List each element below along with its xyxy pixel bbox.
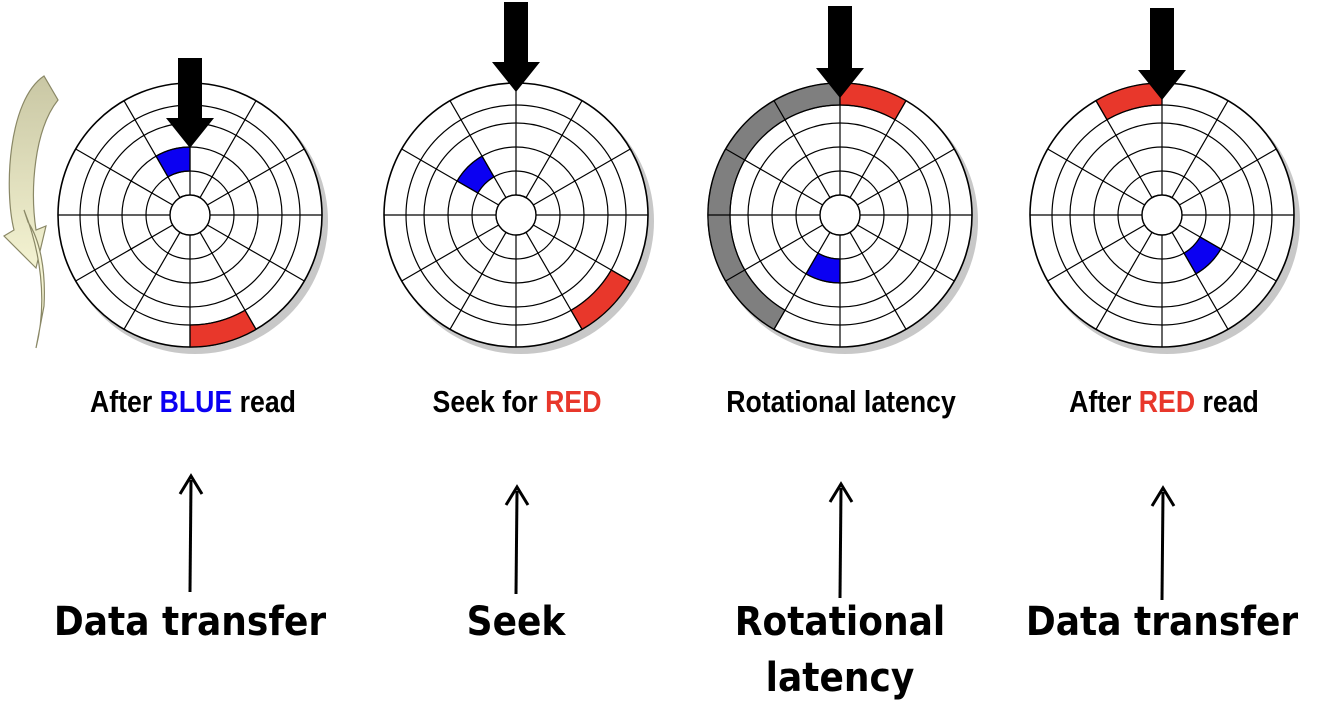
sector-divider (449, 100, 507, 198)
sector-divider (207, 224, 305, 282)
read-head-arrow-icon (1138, 8, 1186, 100)
sector-divider (1179, 224, 1277, 282)
caption-after-red-read: After RED read (1069, 384, 1259, 419)
sector-divider (533, 148, 631, 206)
sector-divider (1047, 224, 1145, 282)
read-head-arrow-icon (166, 58, 214, 148)
phase-pointers (178, 473, 1176, 601)
sector-divider (849, 232, 907, 330)
rotation-direction-icon (3, 75, 59, 270)
phase-label-rotational-latency: Rotational latency (734, 599, 946, 701)
spindle-hole (495, 194, 537, 236)
caption-rotational-latency: Rotational latency (726, 384, 956, 419)
rotation-direction-icon (23, 209, 45, 349)
sector-divider (525, 100, 583, 198)
sector-divider (199, 232, 257, 330)
caption-highlight-blue: BLUE (159, 384, 233, 419)
caption-seek-for-red: Seek for RED (432, 384, 602, 419)
sector-divider (449, 232, 507, 330)
sector-divider (525, 232, 583, 330)
sector-divider (773, 232, 831, 330)
sector-divider (1179, 148, 1277, 206)
pointer-arrow-icon (1150, 485, 1176, 507)
phase-label-data-transfer: Data transfer (1025, 599, 1299, 645)
sector-divider (533, 224, 631, 282)
pointer-arrow-shaft (514, 490, 519, 595)
sector-divider (1171, 100, 1229, 198)
phase-label-data-transfer: Data transfer (53, 599, 327, 645)
sector-divider (401, 148, 499, 206)
sector-divider (123, 100, 181, 198)
sector-divider (1095, 232, 1153, 330)
spindle-hole (169, 194, 211, 236)
sector-divider (857, 148, 955, 206)
pointer-arrow-icon (504, 484, 530, 506)
sector-divider (725, 224, 823, 282)
disk-platter (707, 6, 978, 354)
sector-divider (401, 224, 499, 282)
sector-divider (207, 148, 305, 206)
spindle-hole (1141, 194, 1183, 236)
pointer-arrow-shaft (188, 479, 193, 593)
sector-divider (773, 100, 831, 198)
spindle-hole (819, 194, 861, 236)
pointer-arrow-shaft (838, 487, 843, 599)
disk-platter (57, 58, 328, 354)
read-head-arrow-icon (816, 6, 864, 98)
read-head-arrow-icon (492, 2, 540, 92)
disk-platters (57, 2, 1300, 354)
sector-divider (857, 224, 955, 282)
disk-platter (383, 2, 654, 354)
sector-divider (725, 148, 823, 206)
sector-divider (1095, 100, 1153, 198)
caption-after-blue-read: After BLUE read (90, 384, 296, 419)
sector-divider (849, 100, 907, 198)
sector-divider (1047, 148, 1145, 206)
sector-divider (123, 232, 181, 330)
disk-platter (1029, 8, 1300, 354)
pointer-arrow-icon (828, 481, 854, 503)
caption-highlight-red: RED (1138, 384, 1196, 419)
pointer-arrow-shaft (1160, 491, 1165, 601)
sector-divider (75, 224, 173, 282)
sector-divider (75, 148, 173, 206)
caption-highlight-red: RED (545, 384, 602, 419)
sector-divider (199, 100, 257, 198)
sector-divider (1171, 232, 1229, 330)
pointer-arrow-icon (178, 473, 204, 495)
phase-label-seek: Seek (466, 599, 566, 645)
